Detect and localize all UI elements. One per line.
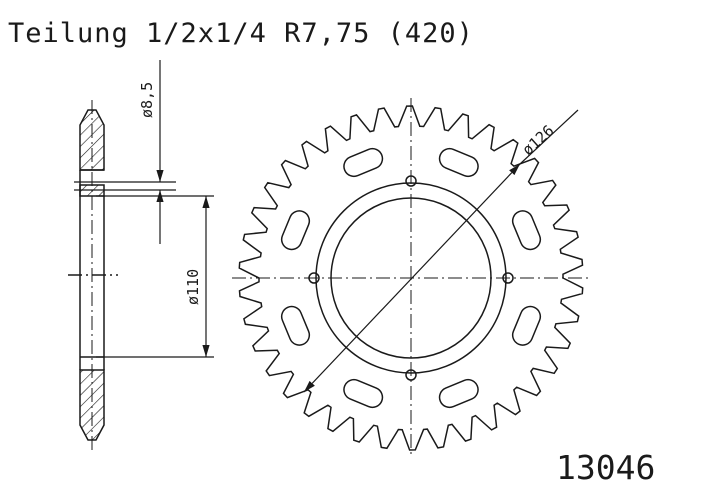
profile-lower-body (79, 369, 105, 441)
lightening-slot (438, 147, 479, 178)
outer-diameter-label: ø126 (519, 121, 558, 159)
outer-diameter-dim-line (303, 163, 521, 393)
lightening-slot (343, 147, 384, 178)
sprocket-front-view (232, 98, 590, 458)
lightening-slot (438, 378, 479, 409)
lightening-slot (511, 210, 542, 251)
side-profile (68, 100, 118, 450)
part-number: 13046 (556, 448, 656, 487)
bolt-circle-label: ø110 (184, 269, 202, 305)
lightening-slot (511, 305, 542, 346)
drawing-title: Teilung 1/2x1/4 R7,75 (420) (8, 18, 474, 49)
lightening-slot (280, 210, 311, 251)
dimension-bolt-circle (96, 195, 214, 358)
lightening-slot (280, 305, 311, 346)
lightening-slot (343, 378, 384, 409)
bolt-hole-label: ø8,5 (138, 82, 156, 118)
dimension-bolt-hole (74, 60, 176, 244)
outer-diameter-leader (519, 109, 579, 165)
